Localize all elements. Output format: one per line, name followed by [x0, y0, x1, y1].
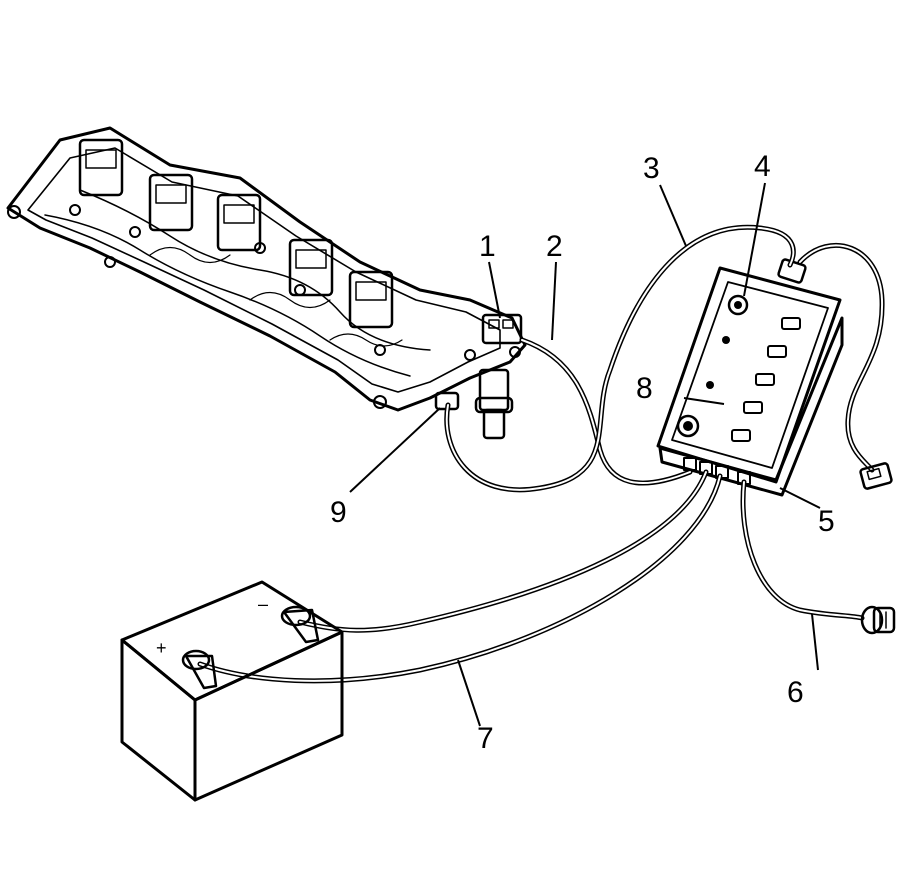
injector-body — [474, 368, 514, 440]
injector-tester — [656, 258, 844, 497]
mounting-bolts — [7, 204, 521, 409]
callout-4: 4 — [754, 150, 771, 183]
injector-connector — [288, 238, 334, 297]
negative-terminal — [280, 605, 320, 644]
positive-terminal — [181, 649, 218, 690]
battery: + – — [120, 580, 344, 802]
injector-connector — [148, 173, 194, 232]
leader-lines — [349, 182, 821, 727]
callout-2: 2 — [546, 230, 563, 263]
round-plug — [860, 605, 896, 635]
callout-9: 9 — [330, 496, 347, 529]
callout-8: 8 — [636, 372, 653, 405]
callout-6: 6 — [787, 676, 804, 709]
injector-connector — [78, 138, 124, 197]
pressure-sensor — [481, 313, 523, 345]
injector-connector — [216, 193, 262, 252]
tester-button — [676, 414, 700, 438]
injector-rail-assembly — [6, 126, 527, 440]
callout-3: 3 — [643, 152, 660, 185]
callout-1: 1 — [479, 230, 496, 263]
callout-7: 7 — [477, 722, 494, 755]
cable-connector — [859, 462, 893, 490]
injector-connector — [348, 270, 394, 329]
positive-symbol: + — [156, 638, 167, 658]
negative-symbol: – — [258, 594, 268, 614]
callout-5: 5 — [818, 505, 835, 538]
wires — [197, 224, 885, 684]
tester-knob — [727, 294, 749, 316]
